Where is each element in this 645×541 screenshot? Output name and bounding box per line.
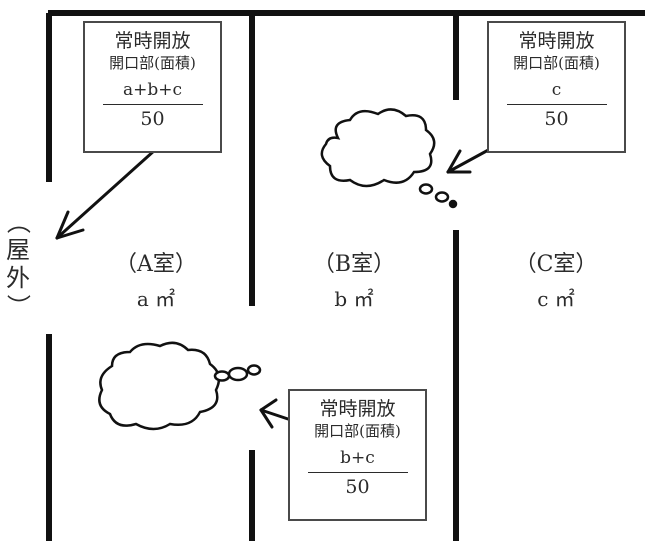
- outside-close-paren: ）: [4, 294, 32, 318]
- note-subtitle: 開口部(面積): [513, 54, 600, 72]
- room-b-label: （B室）: [312, 252, 396, 277]
- outside-text-2: 外: [6, 264, 30, 292]
- outside-label: （ 屋 外 ）: [4, 208, 32, 320]
- room-c-label: （C室）: [514, 252, 598, 277]
- room-a-area: a ㎡: [136, 287, 176, 311]
- arrow-to-outside: [55, 148, 157, 240]
- note-subtitle: 開口部(面積): [314, 422, 401, 440]
- note-numerator: a+b+c: [122, 80, 183, 100]
- note-numerator: b+c: [340, 448, 375, 468]
- fraction-bar: [102, 104, 203, 105]
- note-title: 常時開放: [518, 30, 595, 52]
- note-title: 常時開放: [114, 30, 191, 52]
- fraction-bar: [506, 104, 607, 105]
- note-numerator: c: [551, 80, 562, 100]
- room-b-area: b ㎡: [334, 287, 374, 311]
- note-box-b: 常時開放 開口部(面積) b+c 50: [288, 389, 427, 521]
- note-denominator: 50: [345, 476, 370, 498]
- cloud-icon-b-room: [320, 108, 458, 209]
- arrow-to-bc-opening: [446, 146, 494, 174]
- note-box-a: 常時開放 開口部(面積) a+b+c 50: [83, 21, 222, 153]
- note-subtitle: 開口部(面積): [109, 54, 196, 72]
- note-denominator: 50: [544, 108, 569, 130]
- cloud-icon-a-room: [98, 341, 262, 431]
- fraction-bar: [307, 472, 408, 473]
- arrow-to-ab-opening: [259, 398, 293, 429]
- note-box-c: 常時開放 開口部(面積) c 50: [487, 21, 626, 153]
- room-a-label: （A室）: [115, 252, 197, 277]
- outside-text-1: 屋: [6, 236, 30, 264]
- note-denominator: 50: [140, 108, 165, 130]
- outside-open-paren: （: [4, 210, 32, 234]
- note-title: 常時開放: [319, 398, 396, 420]
- room-c-area: c ㎡: [537, 287, 575, 311]
